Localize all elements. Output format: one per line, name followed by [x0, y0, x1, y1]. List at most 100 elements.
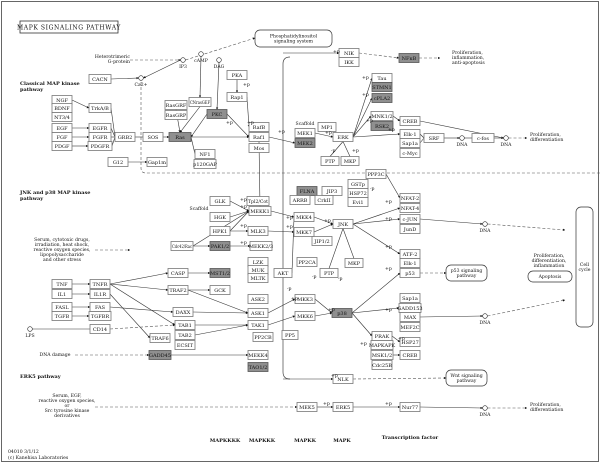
gene-mek1[interactable]: MEK1 [294, 128, 316, 138]
gene-mkp[interactable]: MKP [344, 258, 364, 268]
gene-box[interactable] [88, 103, 112, 113]
gene-box[interactable] [399, 116, 421, 126]
gene-mkk6[interactable]: MKK6 [294, 311, 316, 321]
gene-box[interactable] [247, 308, 269, 318]
gene-box[interactable] [371, 360, 393, 370]
gene-evi1[interactable]: Evi1 [347, 197, 369, 207]
gene-box[interactable] [294, 294, 316, 304]
gene-box[interactable] [311, 236, 333, 246]
gene-box[interactable] [399, 148, 421, 158]
gene-creb[interactable]: CREB [399, 116, 421, 126]
gene-mapkapk[interactable]: MAPKAPK [369, 340, 396, 350]
gene-box[interactable] [314, 195, 334, 205]
gene-box[interactable] [209, 268, 231, 278]
gene-box[interactable] [399, 322, 421, 332]
gene-nfat-2[interactable]: NFAT-2 [399, 193, 421, 203]
gene-box[interactable] [248, 206, 272, 216]
gene-cdc25b[interactable]: Cdc25B [371, 360, 393, 370]
gene-srf[interactable]: SRF [423, 133, 445, 143]
gene-nur77[interactable]: Nur77 [399, 402, 421, 412]
gene-box[interactable] [371, 93, 393, 103]
compound-ca2[interactable]: Ca2+ [134, 75, 148, 88]
compound-circle-icon[interactable] [482, 405, 488, 411]
gene-box[interactable] [273, 268, 293, 278]
gene-pdgf[interactable]: PDGF [51, 141, 73, 151]
compound-camp[interactable]: cAMP [194, 51, 208, 64]
gene-box[interactable] [164, 110, 188, 120]
gene-fasl[interactable]: FASL [51, 302, 73, 312]
compound-circle-icon[interactable] [503, 135, 509, 141]
gene-box[interactable] [332, 132, 354, 142]
gene-mltk[interactable]: MLTK [247, 273, 269, 283]
gene-il1[interactable]: IL1 [51, 289, 73, 299]
gene-box[interactable] [209, 196, 231, 206]
gene-max[interactable]: MAX [399, 312, 421, 322]
compound-circle-icon[interactable] [138, 75, 144, 81]
gene-nik[interactable]: NIK [338, 48, 360, 58]
gene-box[interactable] [332, 402, 354, 412]
gene-box[interactable] [247, 273, 269, 283]
gene-mos[interactable]: Mos [248, 143, 270, 153]
gene-tak1[interactable]: TAK1 [247, 320, 269, 330]
gene-gck[interactable]: GCK [209, 285, 231, 295]
gene-box[interactable] [370, 121, 394, 131]
gene-c-jun[interactable]: c-JUN [399, 214, 421, 224]
pathway-link-box[interactable] [527, 270, 573, 283]
gene-box[interactable] [347, 197, 369, 207]
gene-box[interactable] [247, 226, 269, 236]
gene-ptp[interactable]: PTP [319, 268, 339, 278]
gene-mkk3[interactable]: MKK3 [294, 294, 316, 304]
gene-box[interactable] [399, 293, 421, 303]
gene-nt3-4[interactable]: NT3/4 [51, 112, 73, 122]
gene-cnrasgef[interactable]: CNrasGEF [188, 97, 212, 107]
gene-pp2cb[interactable]: PP2CB [252, 332, 274, 342]
gene-box[interactable] [114, 132, 136, 142]
gene-box[interactable] [193, 159, 217, 169]
gene-box[interactable] [172, 307, 194, 317]
gene-egfr[interactable]: EGFR [88, 123, 112, 133]
compound-lps[interactable]: LPS [25, 326, 35, 339]
gene-box[interactable] [89, 289, 111, 299]
gene-nlk[interactable]: NLK [332, 374, 354, 384]
gene-box[interactable] [399, 224, 421, 234]
gene-box[interactable] [399, 337, 421, 347]
gene-box[interactable] [294, 128, 316, 138]
gene-jund[interactable]: JunD [399, 224, 421, 234]
gene-box[interactable] [293, 212, 315, 222]
gene-cacn[interactable]: CACN [88, 74, 112, 84]
gene-box[interactable] [248, 122, 270, 132]
gene-nf1[interactable]: NF1 [194, 149, 216, 159]
gene-erk[interactable]: ERK [332, 132, 354, 142]
gene-fas[interactable]: FAS [89, 302, 111, 312]
gene-pak1-2[interactable]: PAK1/2 [209, 241, 231, 251]
gene-rasgrp[interactable]: RasGRP [164, 110, 188, 120]
gene-box[interactable] [294, 138, 316, 148]
compound-dag[interactable]: DAG [214, 57, 225, 70]
gene-gadd153[interactable]: GADD153 [397, 303, 423, 313]
gene-box[interactable] [399, 402, 421, 412]
compound-circle-icon[interactable] [216, 57, 222, 63]
gene-box[interactable] [247, 320, 269, 330]
gene-grb2[interactable]: GRB2 [114, 132, 136, 142]
gene-box[interactable] [149, 333, 171, 343]
gene-box[interactable] [170, 241, 194, 251]
pathway-link-apoptosis[interactable]: Apoptosis [527, 270, 573, 283]
gene-pka[interactable]: PKA [226, 70, 248, 80]
gene-tgfb[interactable]: TGFB [51, 311, 73, 321]
compound-circle-icon[interactable] [180, 57, 186, 63]
gene-box[interactable] [209, 285, 231, 295]
gene-box[interactable] [370, 340, 394, 350]
gene-glk[interactable]: GLK [209, 196, 231, 206]
gene-stmn1[interactable]: STMN1 [371, 82, 393, 92]
gene-hsp27[interactable]: HSP27 [399, 337, 421, 347]
gene-tgfbr[interactable]: TGFBR [88, 311, 112, 321]
gene-box[interactable] [399, 350, 421, 360]
gene-box[interactable] [209, 212, 231, 222]
gene-sap1a[interactable]: Sap1a [399, 138, 421, 148]
gene-ask2[interactable]: ASK2 [247, 294, 269, 304]
gene-hsp72[interactable]: HSP72 [347, 188, 369, 198]
gene-rafb[interactable]: RafB [248, 122, 270, 132]
gene-gstp[interactable]: GSTp [347, 179, 369, 189]
gene-box[interactable] [247, 362, 269, 372]
compound-circle-icon[interactable] [27, 326, 33, 332]
